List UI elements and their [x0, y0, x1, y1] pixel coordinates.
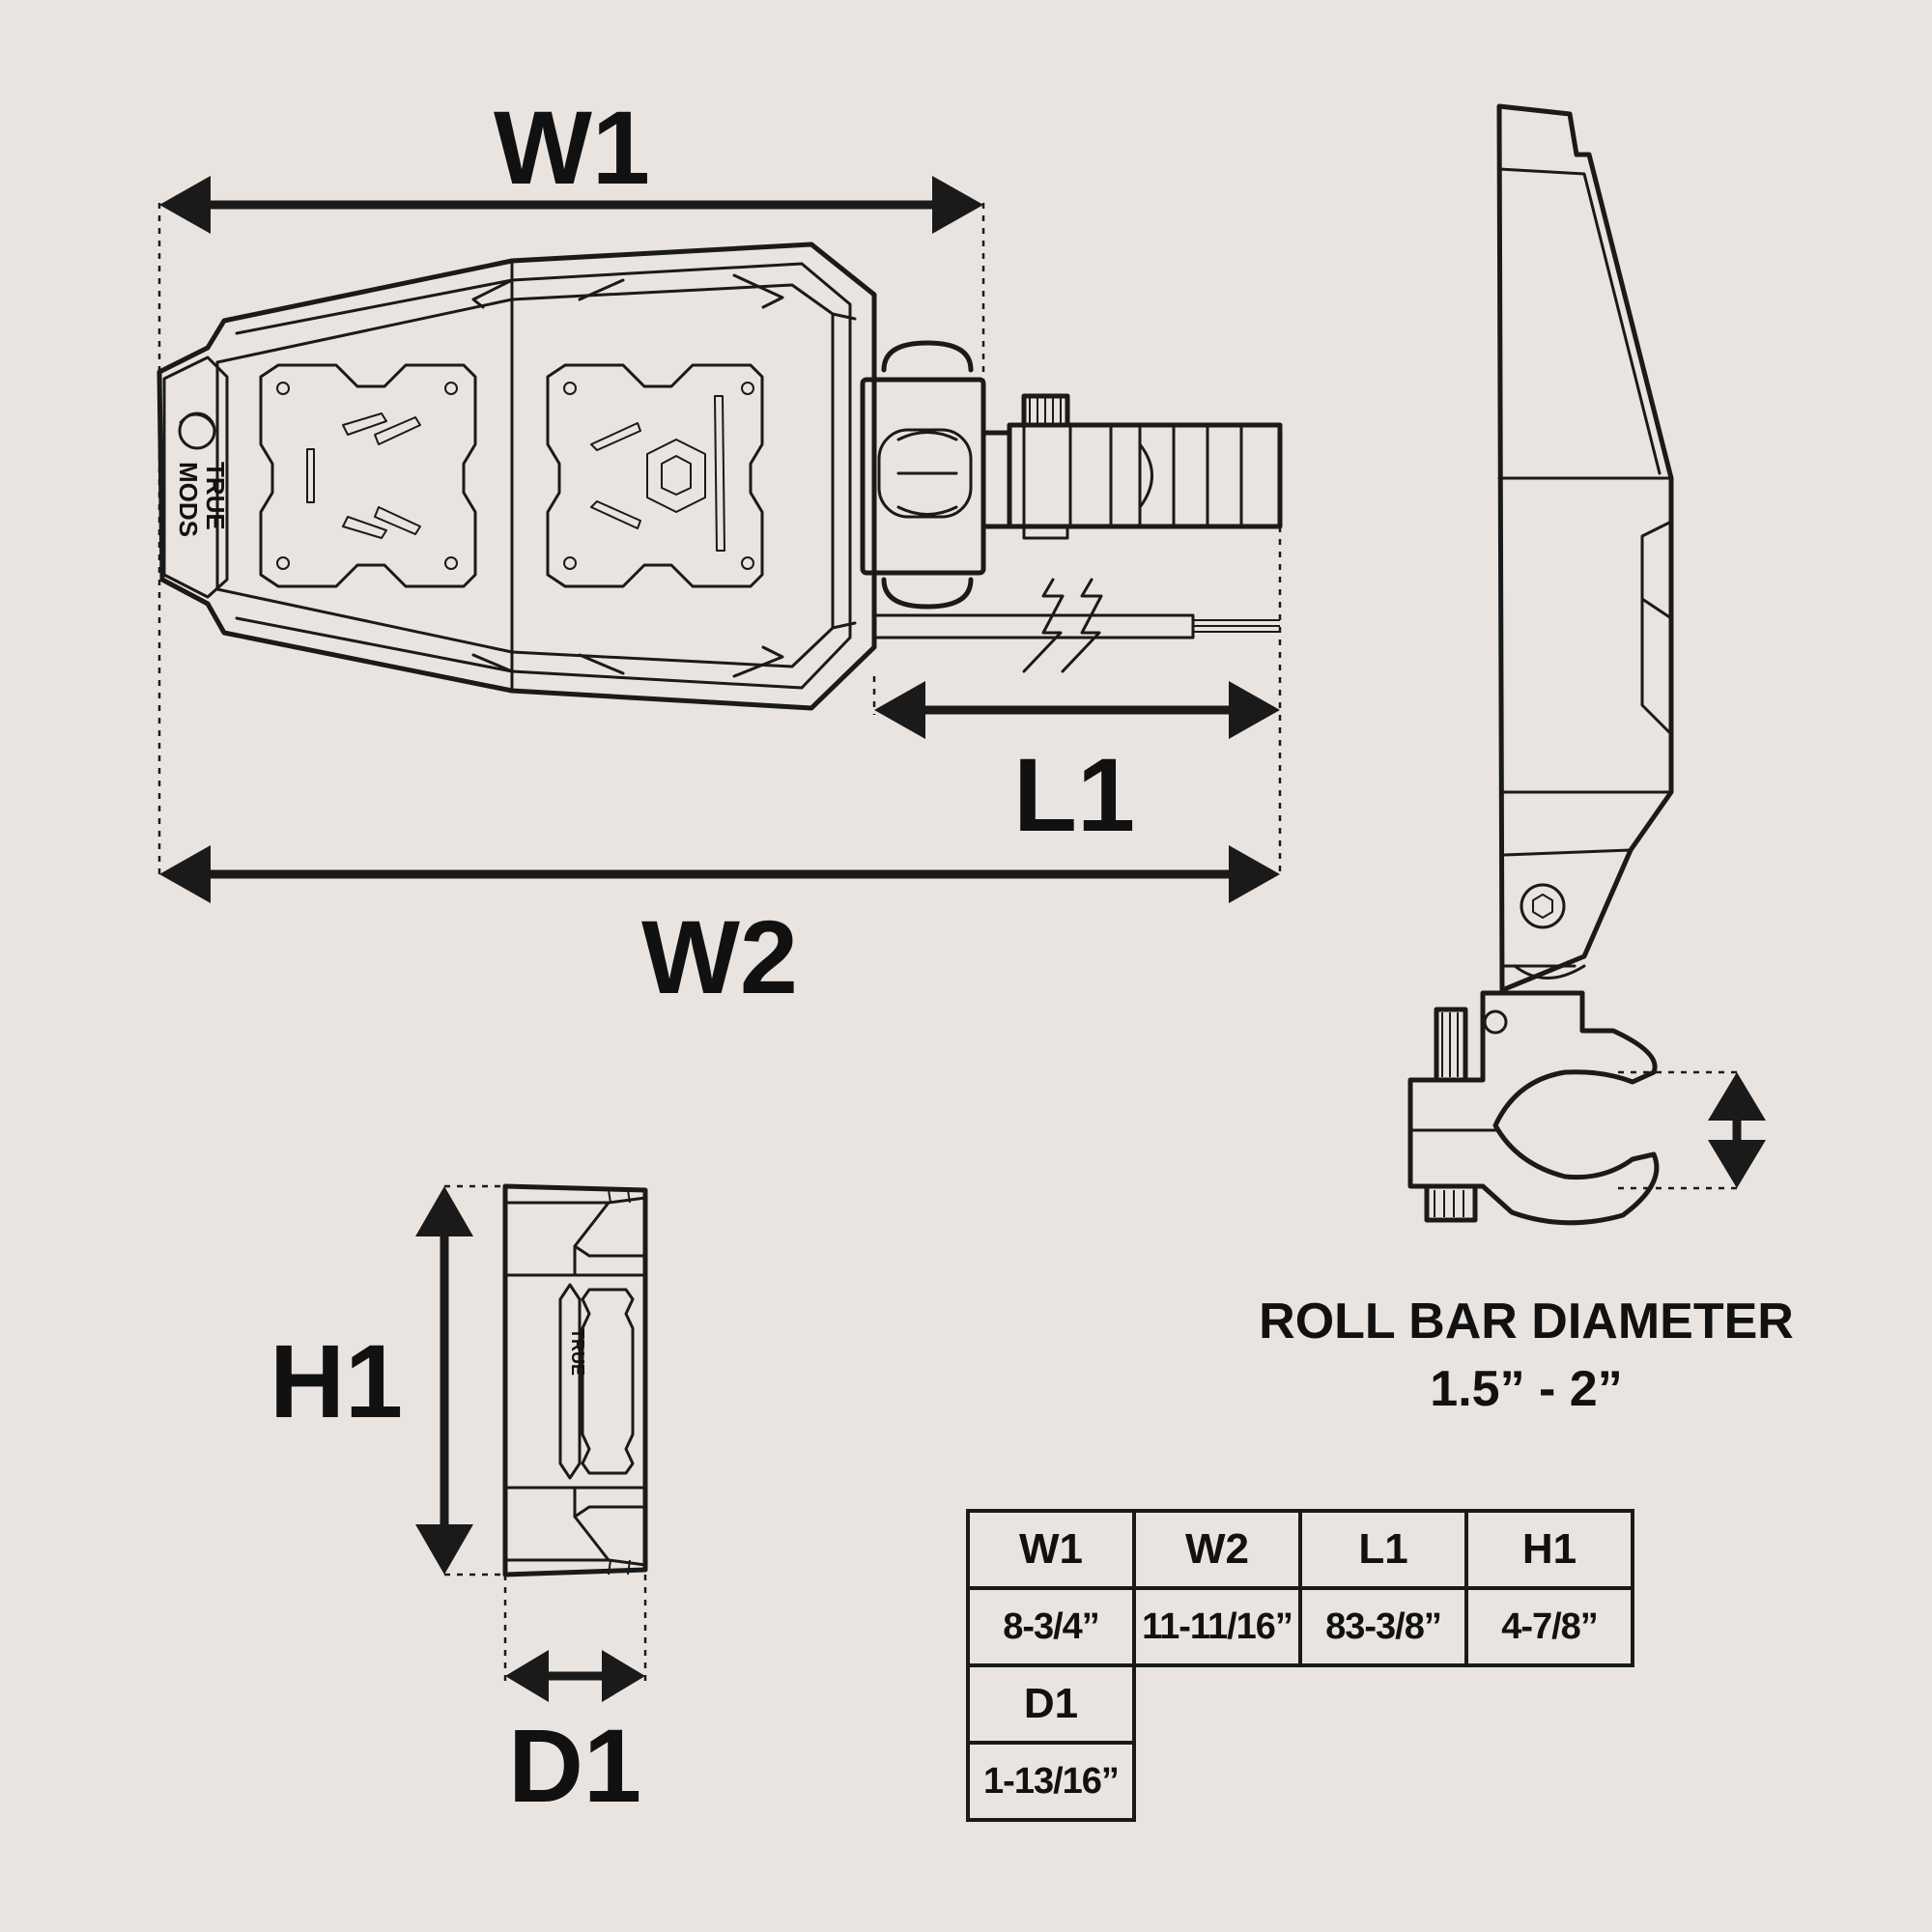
light-pod-left — [259, 363, 477, 588]
mirror-arm — [860, 340, 1283, 610]
logo-text-line1: TRUE — [201, 462, 230, 530]
clamp-nut-bottom — [1424, 1183, 1478, 1223]
header-d1: D1 — [966, 1663, 1136, 1745]
dimension-l1: L1 — [872, 526, 1282, 877]
header-l1: L1 — [1298, 1509, 1468, 1590]
header-w1: W1 — [966, 1509, 1136, 1590]
clamp-bolt-top — [1434, 1007, 1468, 1083]
label-l1: L1 — [1013, 736, 1135, 853]
value-d1: 1-13/16” — [966, 1741, 1136, 1822]
table-row-d1-header: D1 — [966, 1663, 1633, 1745]
header-h1: H1 — [1464, 1509, 1634, 1590]
mirror-side-view — [1407, 103, 1766, 1226]
dimension-w1: W1 — [157, 89, 985, 877]
front-logo-text: TRUE — [568, 1328, 587, 1376]
dimension-h1: H1 — [270, 1184, 505, 1577]
value-w2: 11-11/16” — [1132, 1586, 1302, 1667]
value-h1: 4-7/8” — [1464, 1586, 1634, 1667]
mirror-front-view: TRUE — [502, 1183, 648, 1577]
dimension-table: W1 W2 L1 H1 8-3/4” 11-11/16” 83-3/8” 4-7… — [966, 1509, 1634, 1822]
logo-text-line2: MODS — [174, 462, 203, 537]
dimension-d1: D1 — [503, 1575, 647, 1824]
roll-bar-clamp — [1407, 990, 1660, 1226]
roll-bar-title: ROLL BAR DIAMETER — [1259, 1293, 1794, 1350]
label-h1: H1 — [270, 1322, 403, 1439]
header-w2: W2 — [1132, 1509, 1302, 1590]
table-row-values: 8-3/4” 11-11/16” 83-3/8” 4-7/8” — [966, 1586, 1634, 1667]
mount-bolt-top — [1021, 393, 1070, 428]
dimension-w2: W2 — [159, 845, 1280, 1015]
label-w1: W1 — [494, 89, 650, 206]
pivot-bolt — [1520, 883, 1566, 929]
label-w2: W2 — [641, 898, 798, 1015]
mirror-top-view: TRUE MODS — [156, 242, 1283, 711]
value-l1: 83-3/8” — [1298, 1586, 1468, 1667]
wire — [872, 578, 1280, 673]
table-row-d1-value: 1-13/16” — [966, 1741, 1633, 1822]
table-row-headers: W1 W2 L1 H1 — [966, 1509, 1634, 1590]
label-d1: D1 — [508, 1707, 641, 1824]
value-w1: 8-3/4” — [966, 1586, 1136, 1667]
light-pod-right — [546, 363, 764, 588]
roll-bar-range: 1.5” - 2” — [1430, 1361, 1622, 1417]
